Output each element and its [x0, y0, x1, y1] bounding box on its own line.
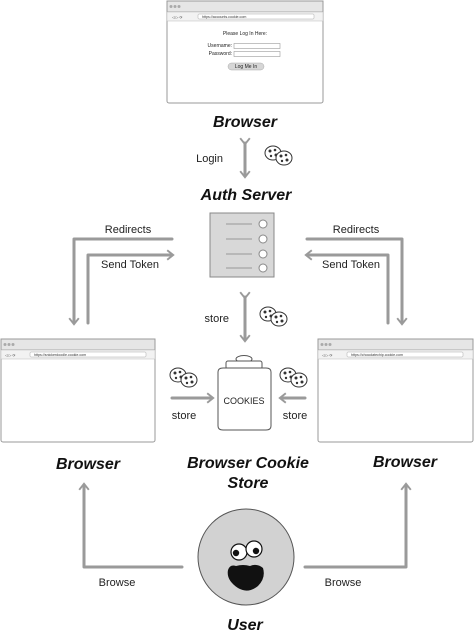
- window-dot-icon: [320, 343, 324, 346]
- store-right-label: store: [283, 410, 307, 422]
- browser-window-right: ◁ ▷ ⟳ https://chocolatechip.cookie.com: [317, 338, 474, 443]
- window-dot-icon: [3, 343, 7, 346]
- browser-right-caption: Browser: [373, 454, 438, 471]
- user-caption: User: [227, 617, 263, 632]
- username-input[interactable]: [233, 43, 281, 49]
- window-dot-icon: [177, 5, 181, 8]
- window-dot-icon: [11, 343, 15, 346]
- window-dot-icon: [324, 343, 328, 346]
- password-label: Password:: [209, 51, 232, 57]
- browser-top-caption: Browser: [213, 114, 278, 131]
- address-bar[interactable]: [29, 351, 147, 358]
- address-bar-url: https://snickerdoodle.cookie.com: [34, 353, 86, 357]
- back-icon[interactable]: ◁ ▷ ⟳: [322, 354, 334, 358]
- window-dot-icon: [328, 343, 332, 346]
- redirects-left-arrow: [68, 237, 174, 326]
- log-me-in-button-label: Log Me In: [235, 64, 257, 70]
- cookie-jar-label: COOKIES: [223, 396, 264, 406]
- username-label: Username:: [208, 43, 232, 49]
- redirects-right-arrow: [305, 237, 408, 326]
- cookie-store-caption-line1: Browser Cookie: [187, 455, 309, 472]
- server-icon: [209, 212, 275, 278]
- log-me-in-button[interactable]: [227, 62, 265, 71]
- address-bar[interactable]: [346, 351, 464, 358]
- cookie-icon: [260, 307, 287, 326]
- back-icon[interactable]: ◁ ▷ ⟳: [172, 16, 184, 20]
- address-bar[interactable]: [197, 13, 315, 20]
- browse-left-arrow: [78, 482, 184, 569]
- cookie-icon: [265, 146, 292, 165]
- window-dot-icon: [7, 343, 11, 346]
- auth-server-caption: Auth Server: [200, 187, 292, 204]
- cookie-icon: [170, 368, 197, 387]
- address-bar-url: https://chocolatechip.cookie.com: [351, 353, 403, 357]
- send-token-right-arrow: [304, 249, 390, 325]
- back-icon[interactable]: ◁ ▷ ⟳: [5, 354, 17, 358]
- browser-window-left: ◁ ▷ ⟳ https://snickerdoodle.cookie.com: [0, 338, 156, 443]
- cookie-store-caption-line2: Store: [228, 475, 269, 492]
- password-input[interactable]: [233, 51, 281, 57]
- browse-left-label: Browse: [99, 577, 136, 589]
- store-left-label: store: [172, 410, 196, 422]
- send-token-left-arrow: [86, 249, 175, 325]
- store-center-label: store: [205, 313, 229, 325]
- user-avatar-icon: [197, 508, 295, 606]
- cookie-jar-icon: [217, 355, 272, 431]
- window-dot-icon: [169, 5, 173, 8]
- login-label: Login: [196, 153, 223, 165]
- address-bar-url: https://accounts.cookie.com: [202, 15, 246, 19]
- cookie-icon: [280, 368, 307, 387]
- redirects-left-label: Redirects: [105, 224, 152, 236]
- browse-right-label: Browse: [325, 577, 362, 589]
- redirects-right-label: Redirects: [333, 224, 380, 236]
- window-dot-icon: [173, 5, 177, 8]
- login-heading: Please Log In Here:: [223, 31, 267, 37]
- send-token-right-label: Send Token: [322, 259, 380, 271]
- browse-right-arrow: [303, 482, 412, 569]
- send-token-left-label: Send Token: [101, 259, 159, 271]
- browser-left-caption: Browser: [56, 456, 121, 473]
- browser-window-top: ◁ ▷ ⟳ https://accounts.cookie.com Please…: [166, 0, 324, 104]
